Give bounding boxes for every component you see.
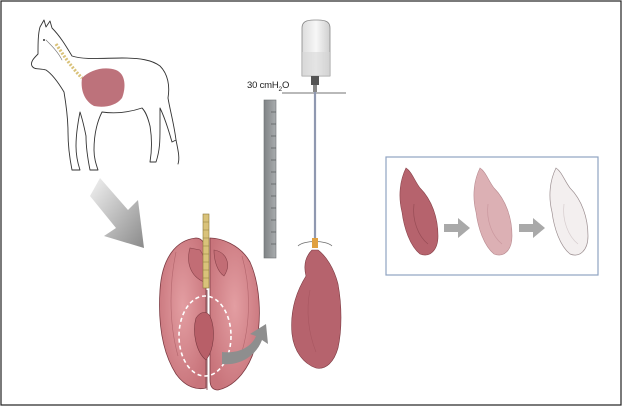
trachea-icon xyxy=(203,214,209,288)
cannula-icon xyxy=(312,238,318,248)
lungs-dorsal-icon xyxy=(160,238,260,390)
pressure-suffix: O xyxy=(282,80,289,91)
ruler-icon xyxy=(264,100,276,258)
horse-lung-icon xyxy=(82,68,125,106)
pressure-label: 30 cmH2O xyxy=(247,80,289,93)
arrow-icon xyxy=(90,178,144,248)
hanging-lobe-icon xyxy=(292,250,341,368)
reservoir-icon xyxy=(302,20,330,92)
pressure-value: 30 cmH xyxy=(247,80,279,91)
